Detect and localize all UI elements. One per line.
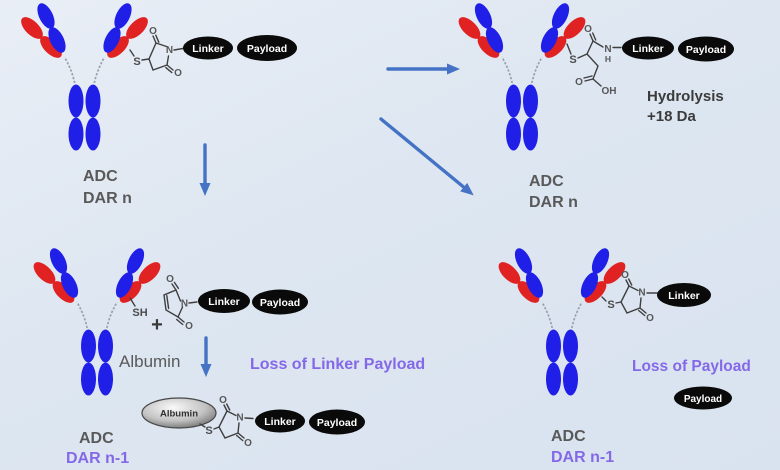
nitrogen-atom-label: N xyxy=(604,44,611,55)
adc-label-bottom-right: ADC xyxy=(551,428,586,445)
linker-capsule xyxy=(657,283,711,307)
dar-label-bottom-left: DAR n-1 xyxy=(66,450,129,467)
structure-succinimide-bottom-right: S O O N Linker xyxy=(601,270,711,324)
payload-capsule-label: Payload xyxy=(686,44,726,56)
antibody-bottom-right xyxy=(494,244,630,397)
hydrogen-atom-label: H xyxy=(605,54,611,64)
linker-capsule-label: Linker xyxy=(192,43,224,55)
payload-capsule-label: Payload xyxy=(317,417,357,429)
payload-capsule-label: Payload xyxy=(247,43,287,55)
loss-of-payload-label: Loss of Payload xyxy=(632,358,751,375)
structure-succinimide-top-left: S O O N Linker Payload xyxy=(129,26,297,79)
antibody-top-left xyxy=(16,0,153,152)
linker-capsule xyxy=(198,289,250,313)
sulfur-atom-label: S xyxy=(133,56,140,68)
oxygen-atom-label: O xyxy=(621,270,629,281)
linker-capsule-label: Linker xyxy=(632,43,664,55)
payload-capsule xyxy=(237,35,297,61)
albumin-ellipse xyxy=(141,397,217,429)
oxygen-atom-label: O xyxy=(584,24,592,35)
hydrolysis-label: Hydrolysis xyxy=(647,88,724,105)
payload-capsule xyxy=(309,409,365,435)
structure-hydrolyzed-top-right: S O N H O OH Linker Payload xyxy=(566,24,734,97)
oxygen-atom-label: O xyxy=(185,321,193,332)
oxygen-atom-label: O xyxy=(219,395,227,406)
loss-of-linker-payload-label: Loss of Linker Payload xyxy=(250,356,425,373)
dar-label-top-left: DAR n xyxy=(83,190,132,207)
adc-label-top-left: ADC xyxy=(83,168,118,185)
structure-albumin-adduct: Albumin S O O N Linker Payload xyxy=(141,395,365,449)
payload-capsule xyxy=(678,36,734,62)
structure-free-maleimide-bottom-left: SH + O O N Linker Payload xyxy=(129,274,308,336)
linker-capsule-label: Linker xyxy=(668,290,700,302)
oxygen-atom-label: O xyxy=(166,274,174,285)
oxygen-atom-label: O xyxy=(174,68,182,79)
nitrogen-atom-label: N xyxy=(638,288,645,299)
free-payload-bottom-right: Payload xyxy=(674,386,732,410)
linker-capsule xyxy=(622,36,674,60)
linker-capsule-label: Linker xyxy=(264,416,296,428)
payload-capsule xyxy=(674,386,732,410)
dar-label-top-right: DAR n xyxy=(529,194,578,211)
nitrogen-atom-label: N xyxy=(181,299,188,310)
adc-label-bottom-left: ADC xyxy=(79,430,114,447)
dar-label-bottom-right: DAR n-1 xyxy=(551,449,614,466)
oxygen-atom-label: O xyxy=(575,77,583,88)
mass-shift-label: +18 Da xyxy=(647,108,696,125)
sulfur-atom-label: S xyxy=(569,54,576,66)
linker-capsule xyxy=(255,409,305,433)
linker-capsule-label: Linker xyxy=(208,296,240,308)
plus-sign: + xyxy=(151,314,163,336)
payload-capsule xyxy=(252,289,308,315)
thiol-label: SH xyxy=(132,307,147,319)
oxygen-atom-label: O xyxy=(149,26,157,37)
sulfur-atom-label: S xyxy=(205,425,212,437)
albumin-ellipse-label: Albumin xyxy=(160,409,198,420)
payload-capsule-label: Payload xyxy=(684,394,722,405)
oxygen-atom-label: O xyxy=(646,313,654,324)
sulfur-atom-label: S xyxy=(607,299,614,311)
antibody-top-right xyxy=(454,0,590,152)
arrow-diagonal-loss-of-payload xyxy=(379,117,474,196)
albumin-reactant-label: Albumin xyxy=(119,352,180,371)
antibody-bottom-left xyxy=(29,244,165,397)
nitrogen-atom-label: N xyxy=(166,45,173,56)
nitrogen-atom-label: N xyxy=(236,413,243,424)
oxygen-atom-label: O xyxy=(244,438,252,449)
adc-label-top-right: ADC xyxy=(529,173,564,190)
linker-capsule xyxy=(183,36,233,60)
hydroxyl-label: OH xyxy=(602,86,617,97)
payload-capsule-label: Payload xyxy=(260,297,300,309)
